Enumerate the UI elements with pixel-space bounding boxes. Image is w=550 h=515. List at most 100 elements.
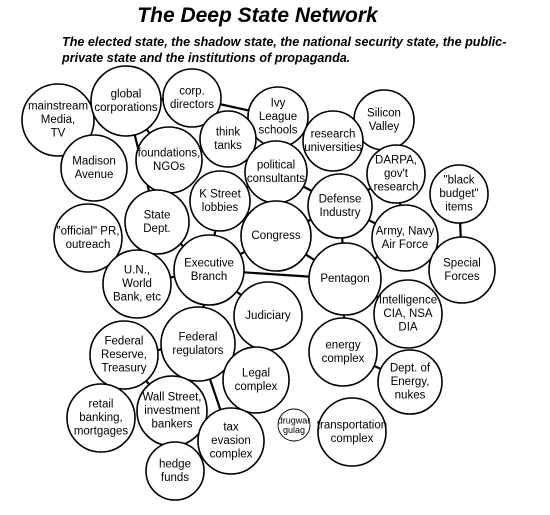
node-label-executive-branch: Branch bbox=[191, 271, 227, 283]
node-label-special-forces: Special bbox=[443, 257, 481, 269]
node-label-federal-reserve: Reserve, bbox=[101, 349, 147, 361]
node-political-consultants: political consultants bbox=[244, 140, 308, 204]
node-label-darpa: gov't bbox=[384, 168, 409, 180]
node-circle-energy-complex bbox=[308, 317, 378, 387]
node-label-black-budget: items bbox=[445, 202, 473, 214]
node-label-retail-banking: retail bbox=[89, 399, 114, 411]
node-label-darpa: DARPA, bbox=[375, 155, 417, 167]
node-label-ivy-league: schools bbox=[259, 125, 298, 137]
node-label-retail-banking: banking, bbox=[79, 412, 122, 424]
node-label-wall-street: bankers bbox=[152, 419, 193, 431]
node-label-silicon-valley: Silicon bbox=[367, 107, 401, 119]
node-label-research-universities: universities bbox=[304, 142, 362, 154]
node-darpa: DARPA,gov't research bbox=[366, 144, 426, 204]
node-circle-k-street bbox=[189, 170, 251, 232]
node-circle-un-world-bank bbox=[102, 249, 172, 319]
node-label-federal-reserve: Treasury bbox=[102, 363, 147, 375]
node-label-pentagon: Pentagon bbox=[320, 273, 369, 285]
node-label-hedge-funds: funds bbox=[161, 472, 189, 484]
node-label-legal-complex: complex bbox=[235, 381, 278, 393]
diagram-subtitle: The elected state, the shadow state, the… bbox=[62, 35, 507, 65]
node-label-un-world-bank: Bank, etc bbox=[113, 292, 161, 304]
node-circle-pentagon bbox=[308, 242, 382, 316]
node-judiciary: Judiciary bbox=[233, 281, 303, 351]
node-label-dept-energy: Dept. of bbox=[390, 363, 431, 375]
node-label-state-dept: Dept. bbox=[143, 223, 171, 235]
node-label-ivy-league: League bbox=[259, 111, 297, 123]
node-label-research-universities: research bbox=[311, 128, 356, 140]
node-label-federal-regulators: Federal bbox=[179, 331, 218, 343]
node-label-wall-street: Wall Street, bbox=[142, 392, 201, 404]
node-label-intelligence: CIA, NSA bbox=[383, 308, 433, 320]
node-circle-federal-reserve bbox=[89, 320, 159, 390]
node-transportation: transportation complex bbox=[317, 397, 387, 467]
node-circle-global-corporations bbox=[90, 65, 162, 137]
node-label-k-street: K Street bbox=[199, 188, 241, 200]
node-label-un-world-bank: World bbox=[122, 278, 152, 290]
node-circle-legal-complex bbox=[222, 346, 290, 414]
node-pentagon: Pentagon bbox=[308, 242, 382, 316]
node-label-foundations-ngos: foundations, bbox=[138, 147, 201, 159]
node-label-official-pr: outreach bbox=[66, 239, 111, 251]
node-label-corp-directors: directors bbox=[170, 99, 214, 111]
node-corp-directors: corp. directors bbox=[162, 68, 222, 128]
node-circle-executive-branch bbox=[173, 234, 245, 306]
node-label-drugwar-gulag: gulag bbox=[283, 425, 305, 435]
node-label-army-navy-af: Army, Navy bbox=[376, 225, 435, 237]
node-label-hedge-funds: hedge bbox=[159, 458, 191, 470]
node-label-executive-branch: Executive bbox=[184, 257, 234, 269]
node-circle-hedge-funds bbox=[145, 441, 205, 501]
node-label-special-forces: Forces bbox=[444, 271, 479, 283]
node-label-corp-directors: corp. bbox=[179, 85, 205, 97]
node-circle-state-dept bbox=[124, 189, 190, 255]
node-research-universities: research universities bbox=[302, 110, 364, 172]
node-label-political-consultants: political bbox=[257, 159, 295, 171]
node-label-defense-industry: Defense bbox=[319, 193, 362, 205]
node-label-black-budget: budget" bbox=[439, 188, 478, 200]
node-label-black-budget: "black bbox=[444, 175, 475, 187]
node-circle-darpa bbox=[366, 144, 426, 204]
node-label-political-consultants: consultants bbox=[247, 173, 305, 185]
node-label-tax-evasion: tax bbox=[223, 422, 239, 434]
node-circle-retail-banking bbox=[66, 383, 136, 453]
node-circle-think-tanks bbox=[199, 110, 257, 168]
node-foundations-ngos: foundations,NGOs bbox=[135, 126, 203, 194]
node-label-darpa: research bbox=[374, 182, 419, 194]
node-circle-mainstream-media bbox=[21, 83, 95, 157]
node-circle-special-forces bbox=[428, 236, 496, 304]
node-circle-dept-energy bbox=[377, 349, 443, 415]
node-circle-corp-directors bbox=[162, 68, 222, 128]
node-label-drugwar-gulag: drugwar bbox=[278, 415, 311, 425]
node-hedge-funds: hedge funds bbox=[145, 441, 205, 501]
node-label-judiciary: Judiciary bbox=[245, 310, 291, 322]
node-circle-congress bbox=[240, 200, 312, 272]
node-label-mainstream-media: Media, bbox=[41, 114, 76, 126]
node-label-federal-reserve: Federal bbox=[105, 336, 144, 348]
node-label-mainstream-media: mainstream bbox=[28, 101, 88, 113]
node-label-ivy-league: Ivy bbox=[271, 98, 286, 110]
node-label-transportation: complex bbox=[331, 433, 374, 445]
node-label-intelligence: Intelligence bbox=[379, 295, 437, 307]
node-label-official-pr: "official" PR, bbox=[57, 225, 120, 237]
node-circle-madison-avenue bbox=[60, 134, 128, 202]
node-circle-army-navy-af bbox=[371, 204, 439, 272]
node-circle-defense-industry bbox=[307, 173, 373, 239]
node-label-transportation: transportation bbox=[317, 419, 387, 431]
node-circle-transportation bbox=[317, 397, 387, 467]
node-label-madison-avenue: Madison bbox=[72, 155, 115, 167]
